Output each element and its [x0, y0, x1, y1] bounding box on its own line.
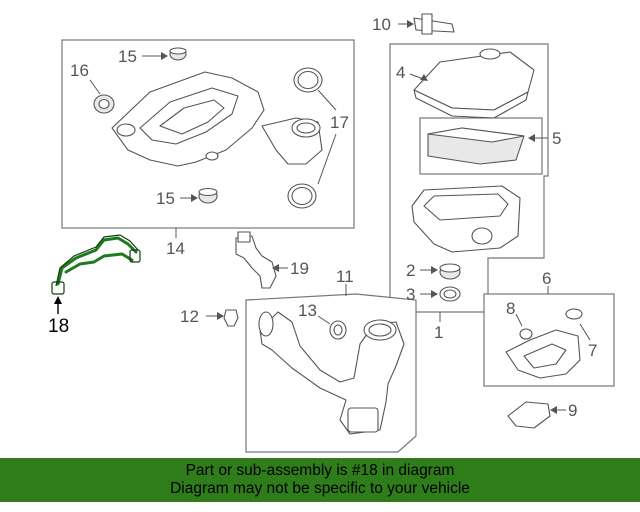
- arrowhead: [528, 134, 535, 142]
- callout-18: 18: [48, 316, 69, 337]
- wiring-harness-18: [51, 234, 141, 314]
- callout-labels: 1 2 3 4 5 6 7 8 9 10 11 12 13 14 15 15 1…: [48, 15, 597, 420]
- callout-15-top: 15: [118, 47, 137, 66]
- grommet-8: [519, 328, 533, 340]
- ring-13-inner: [333, 324, 343, 336]
- engine-cover-group: [61, 39, 355, 238]
- arrowhead: [191, 194, 198, 202]
- callout-1: 1: [434, 323, 443, 342]
- engine-cover-mount: [116, 123, 136, 137]
- sensor-10: [413, 17, 455, 33]
- intake-duct-outlet: [347, 407, 379, 433]
- banner-line-2: Diagram may not be specific to your vehi…: [170, 480, 470, 497]
- callout-9: 9: [568, 401, 577, 420]
- grommet-7: [565, 308, 583, 320]
- cap-15-bottom-rim: [198, 187, 218, 197]
- hose-19-connector: [237, 231, 251, 243]
- grommet-2-rim: [439, 263, 461, 273]
- arrowhead: [272, 264, 279, 272]
- arrowhead: [407, 20, 414, 28]
- air-filter-top: [427, 127, 525, 143]
- air-cleaner-group: [389, 13, 549, 322]
- callout-14: 14: [166, 239, 185, 258]
- callout-12: 12: [180, 307, 199, 326]
- callout-10: 10: [372, 15, 391, 34]
- arrowhead: [217, 312, 224, 320]
- bracket-9-group: [507, 401, 566, 429]
- pin-12: [223, 309, 239, 327]
- seal-3-inner: [443, 289, 457, 299]
- bracket-9: [507, 401, 551, 429]
- parts-diagram: 1 2 3 4 5 6 7 8 9 10 11 12 13 14 15 15 1…: [48, 13, 615, 453]
- info-banner: Part or sub-assembly is #18 in diagram D…: [0, 458, 640, 502]
- harness-18-connector: [51, 281, 65, 295]
- intake-duct: [259, 311, 405, 435]
- leader-16: [89, 79, 101, 95]
- callout-2: 2: [406, 261, 415, 280]
- leader-8: [515, 313, 523, 327]
- callout-6: 6: [542, 269, 551, 288]
- air-cleaner-cover-base: [413, 89, 529, 119]
- arrowhead: [431, 266, 438, 274]
- leader-17a: [317, 89, 337, 111]
- callout-11: 11: [336, 267, 354, 286]
- callout-4: 4: [396, 63, 405, 82]
- clamp-17-bottom-inner: [291, 186, 313, 206]
- callout-17: 17: [330, 113, 349, 132]
- hose-19: [235, 235, 277, 289]
- arrowhead: [161, 52, 168, 60]
- air-cleaner-box: [389, 43, 549, 313]
- pin-12-group: [206, 309, 239, 327]
- arrowhead: [54, 296, 62, 304]
- bracket-group: [483, 286, 615, 387]
- arrowhead: [420, 74, 428, 81]
- leader-7: [579, 323, 591, 341]
- arrowhead: [431, 290, 438, 298]
- cap-15-top-rim: [169, 47, 187, 55]
- intake-duct-inlet-inner: [368, 323, 392, 337]
- callout-7: 7: [588, 341, 597, 360]
- engine-cover-mount: [205, 151, 219, 161]
- callout-8: 8: [506, 299, 515, 318]
- harness-18-main: [56, 236, 138, 286]
- callout-5: 5: [552, 129, 561, 148]
- seal-16-inner: [98, 98, 110, 110]
- intake-duct-end: [258, 311, 274, 337]
- air-cleaner-housing-outlet: [471, 227, 493, 245]
- callout-16: 16: [70, 61, 89, 80]
- harness-18-branch: [64, 252, 134, 274]
- air-cleaner-housing-inner: [423, 193, 509, 221]
- engine-cover-ridge-inner: [159, 99, 225, 135]
- arrowhead: [550, 406, 557, 414]
- sensor-10-plug: [421, 13, 433, 35]
- intake-duct-group: [245, 284, 417, 453]
- leader-17b: [317, 133, 337, 185]
- cover-intake-tube-end-inner: [296, 122, 316, 134]
- clamp-17-top-inner: [297, 70, 319, 90]
- hose-19-group: [235, 231, 288, 289]
- banner-line-1: Part or sub-assembly is #18 in diagram: [185, 462, 455, 479]
- harness-18-outline: [55, 234, 139, 287]
- air-cleaner-cover-port: [479, 48, 501, 60]
- callout-15-bottom: 15: [156, 189, 175, 208]
- callout-19: 19: [290, 259, 309, 278]
- harness-18-connector-end: [129, 249, 141, 263]
- bracket-6-detail: [523, 343, 567, 369]
- callout-13: 13: [298, 301, 317, 320]
- callout-3: 3: [406, 285, 415, 304]
- leader-13: [317, 315, 331, 325]
